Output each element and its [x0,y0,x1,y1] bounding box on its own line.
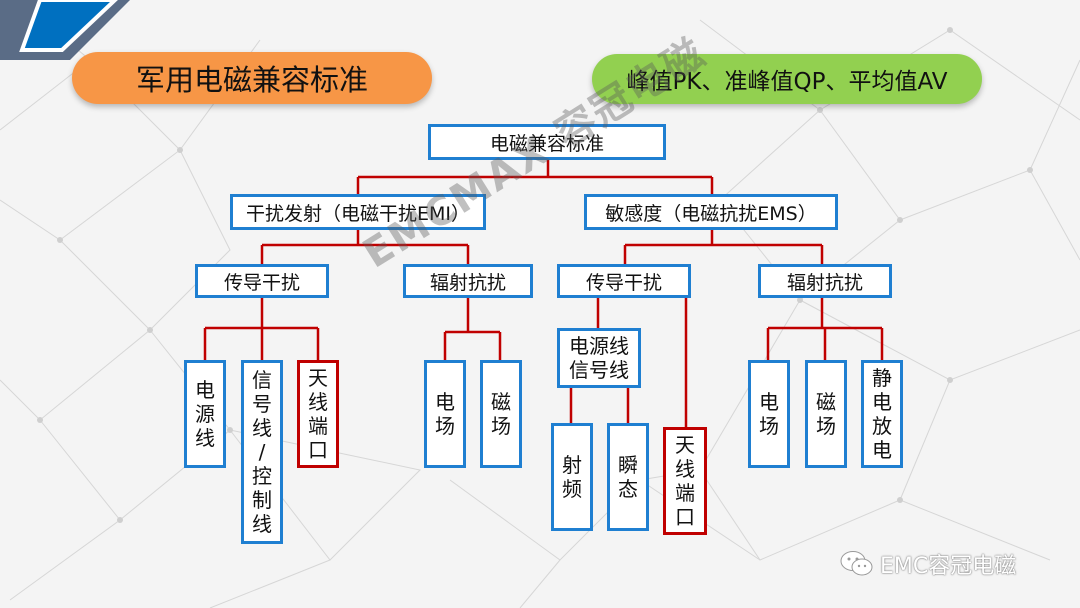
ems-label: 敏感度（电磁抗扰EMS） [605,202,817,225]
right-title-text: 峰值PK、准峰值QP、平均值AV [626,69,948,95]
ems-antenna-port-label: 天 线 端 口 [675,433,695,529]
emi-label: 干扰发射（电磁干扰EMI） [245,202,470,225]
root-node-label: 电磁兼容标准 [489,132,604,155]
emi-magnetic-field-label: 磁 场 [491,390,511,438]
node-ems-conducted: 传导干扰 [557,264,691,298]
leaf-ems-esd: 静 电 放 电 [861,360,903,468]
leaf-emi-magnetic-field: 磁 场 [480,360,522,468]
node-emission-emi: 干扰发射（电磁干扰EMI） [230,194,486,230]
leaf-ems-transient: 瞬 态 [607,423,649,531]
left-title-text: 军用电磁兼容标准 [135,63,368,97]
emi-conducted-label: 传导干扰 [223,271,300,294]
leaf-emi-antenna-port: 天 线 端 口 [297,360,339,468]
node-susceptibility-ems: 敏感度（电磁抗扰EMS） [584,194,838,230]
node-ems-radiated: 辐射抗扰 [758,264,892,298]
wechat-icon [840,551,873,576]
ems-conducted-label: 传导干扰 [585,271,662,294]
military-emc-standard-title: 军用电磁兼容标准 [72,52,432,104]
emi-radiated-label: 辐射抗扰 [429,271,506,294]
ems-power-signal-label: 电源线 信号线 [569,334,629,382]
node-emi-radiated: 辐射抗扰 [403,264,533,298]
leaf-ems-electric-field: 电 场 [748,360,790,468]
ems-radiated-label: 辐射抗扰 [786,271,863,294]
leaf-emi-electric-field: 电 场 [424,360,466,468]
ems-electric-field-label: 电 场 [759,390,779,438]
root-node-emc-standard: 电磁兼容标准 [428,124,666,160]
leaf-emi-signal-control-line: 信 号 线 / 控 制 线 [241,360,283,544]
node-ems-power-signal-line: 电源线 信号线 [557,328,641,388]
leaf-ems-antenna-port: 天 线 端 口 [663,427,707,535]
leaf-ems-rf: 射 频 [551,423,593,531]
ems-rf-label: 射 频 [562,453,582,501]
corner-decoration [0,0,130,60]
emi-power-line-label: 电 源 线 [195,378,215,450]
ems-magnetic-field-label: 磁 场 [816,390,836,438]
ems-esd-label: 静 电 放 电 [872,366,892,462]
emi-signal-line-label: 信 号 线 / 控 制 线 [252,368,272,536]
leaf-ems-magnetic-field: 磁 场 [805,360,847,468]
wechat-account-name: EMC容冠电磁 [880,554,1017,579]
wechat-account-badge: EMC容冠电磁 [840,548,1016,580]
emi-electric-field-label: 电 场 [435,390,455,438]
leaf-emi-power-line: 电 源 线 [184,360,226,468]
node-emi-conducted: 传导干扰 [195,264,329,298]
emi-antenna-port-label: 天 线 端 口 [308,366,328,462]
ems-transient-label: 瞬 态 [618,453,638,501]
detector-types-title: 峰值PK、准峰值QP、平均值AV [592,54,982,104]
